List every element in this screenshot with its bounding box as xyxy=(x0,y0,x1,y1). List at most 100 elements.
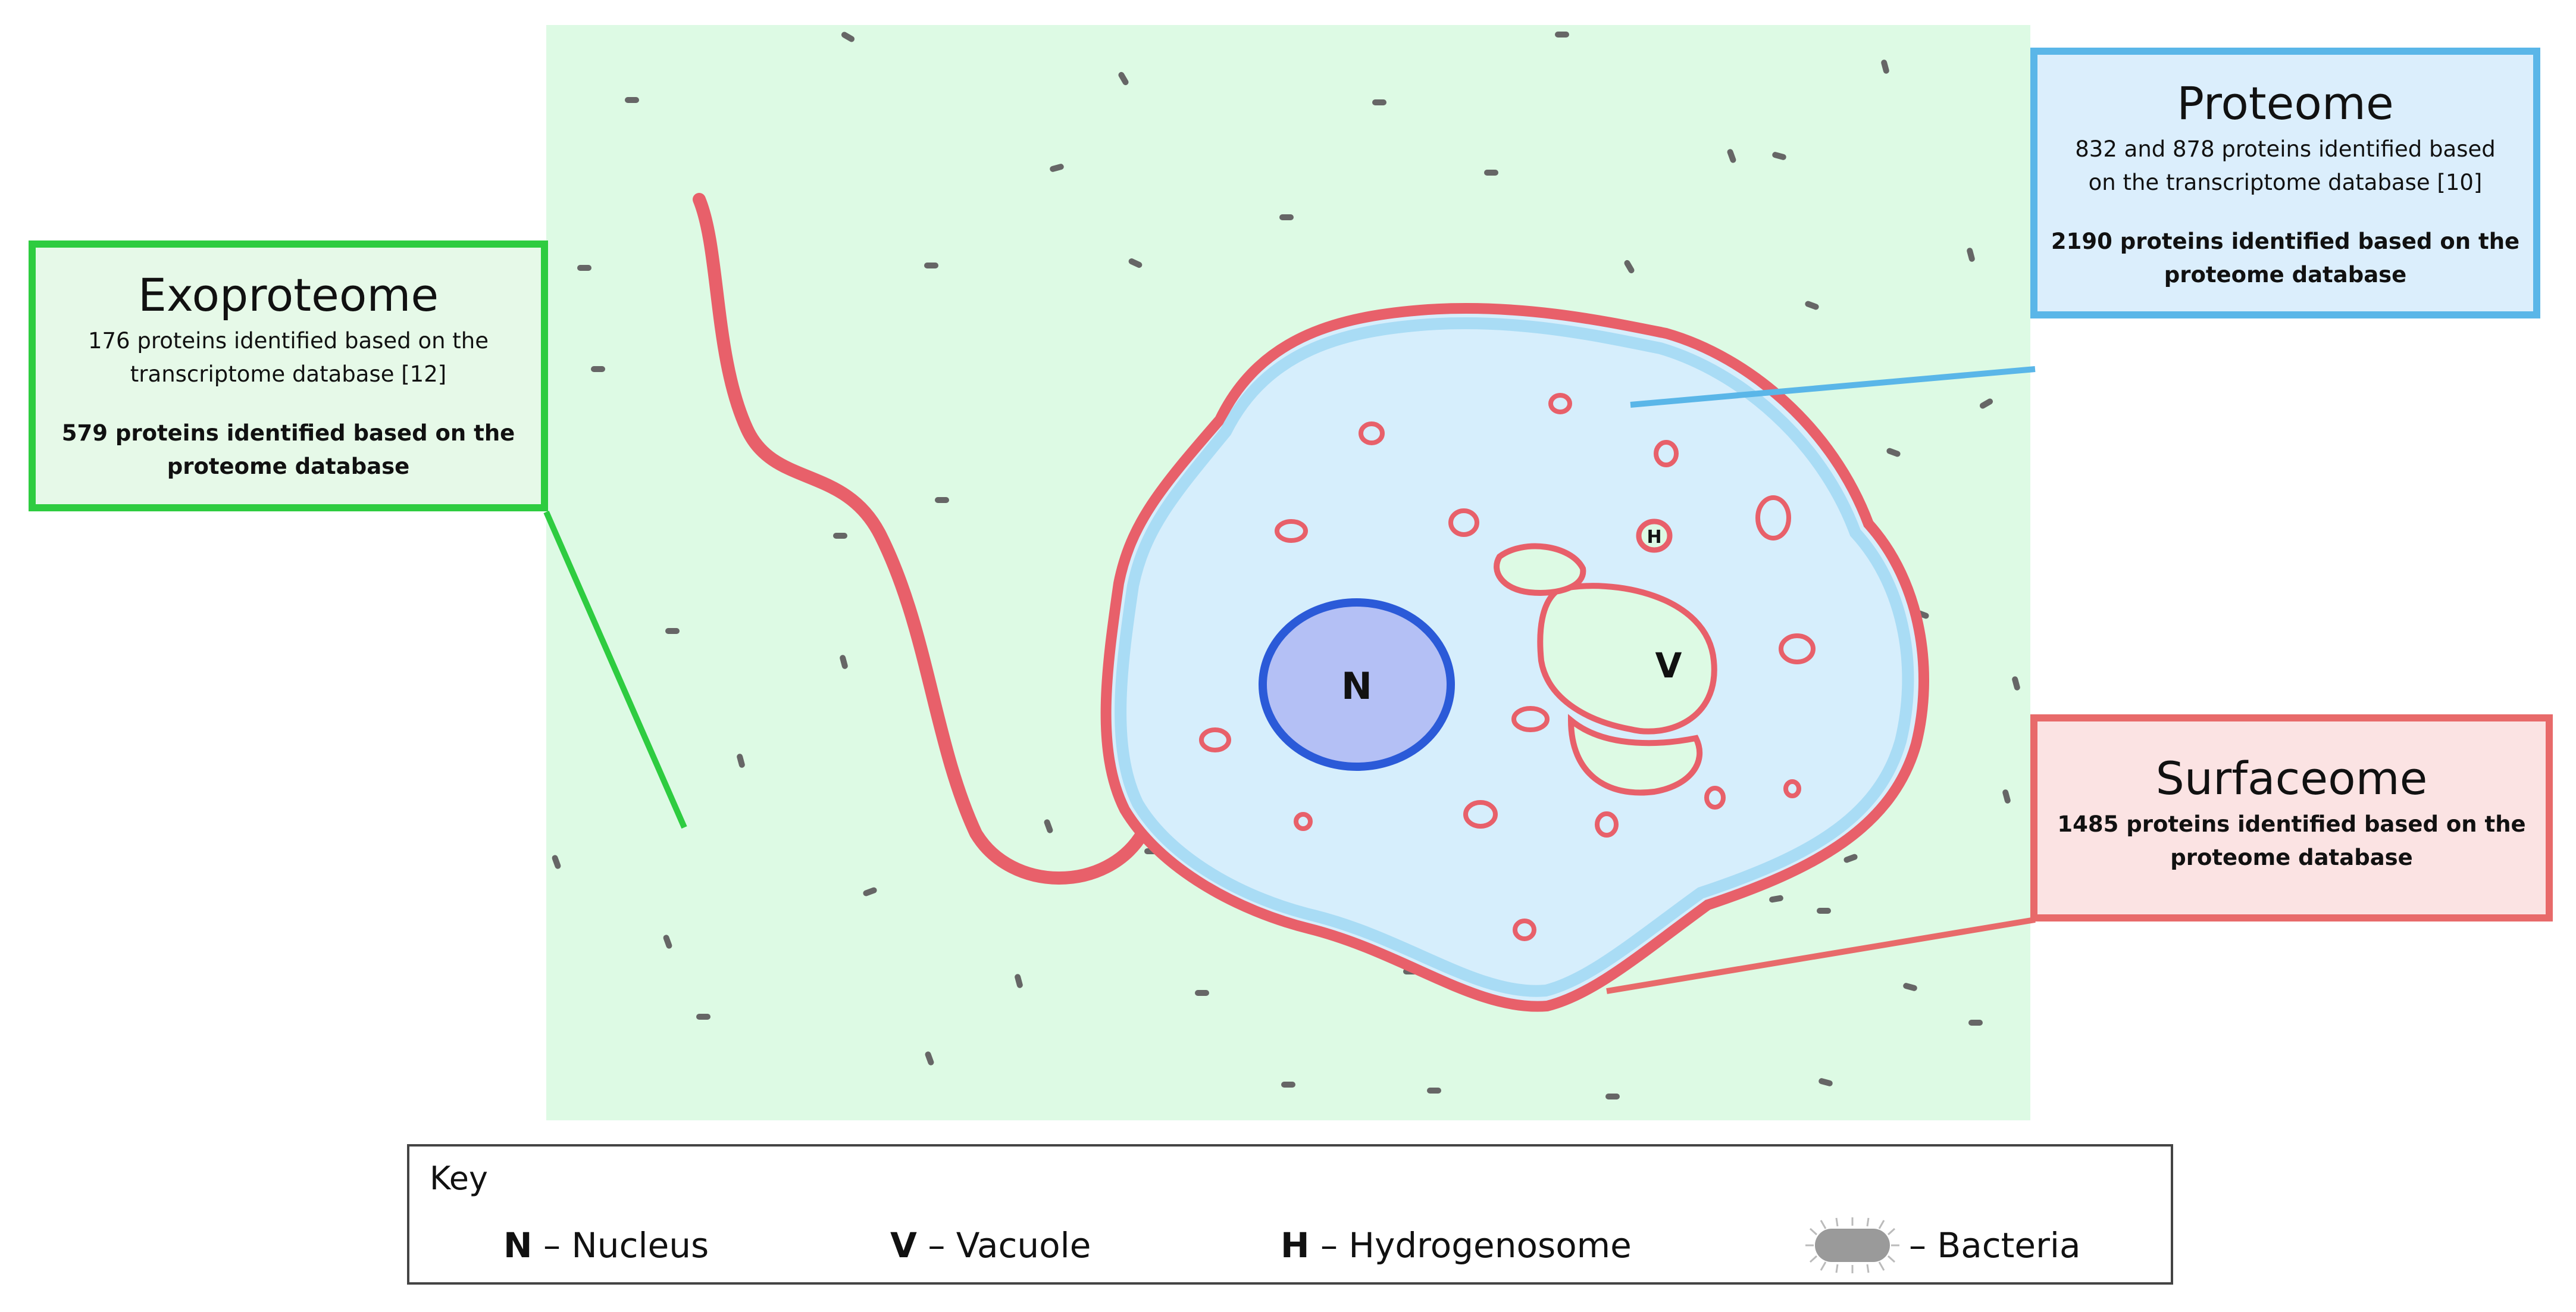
bacterium xyxy=(1881,60,1889,74)
key-item-vacuole: V – Vacuole xyxy=(890,1225,1091,1266)
bacterium xyxy=(1805,301,1819,310)
exoproteome-callout: Exoproteome 176 proteins identified base… xyxy=(29,240,548,511)
key-hydrogenosome-text: – Hydrogenosome xyxy=(1309,1225,1632,1266)
organelle xyxy=(1779,633,1816,664)
organelle xyxy=(1511,706,1550,732)
bacterium xyxy=(665,628,680,634)
bacterium xyxy=(833,533,847,539)
surfaceome-bold-1: 1485 proteins identified based on the xyxy=(2057,811,2526,838)
vacuole-label: V xyxy=(1655,645,1682,686)
exoproteome-bold-2: proteome database xyxy=(167,453,410,479)
nucleus-label: N xyxy=(1341,664,1372,708)
bacteria-icon xyxy=(1805,1217,1899,1273)
bacterium xyxy=(2012,676,2020,691)
key-bacteria-text: – Bacteria xyxy=(1909,1225,2081,1266)
bacterium xyxy=(663,935,672,949)
bacterium xyxy=(1118,71,1129,86)
bacterium xyxy=(1979,398,1993,409)
bacterium xyxy=(1968,1020,1983,1026)
bacterium xyxy=(1015,974,1023,988)
organelle xyxy=(1275,519,1308,543)
bacterium xyxy=(696,1014,710,1020)
surfaceome-title: Surfaceome xyxy=(2155,752,2428,805)
bacterium xyxy=(1817,908,1831,914)
bacterium xyxy=(1903,983,1917,991)
surfaceome-bold-2: proteome database xyxy=(2170,844,2413,870)
organelle xyxy=(1448,508,1479,537)
key-nucleus-letter: N xyxy=(503,1225,533,1266)
organelle-group xyxy=(1199,393,1816,941)
key-legend: Key N – Nucleus V – Vacuole H – Hydrogen… xyxy=(407,1144,2173,1285)
bacterium xyxy=(1605,1094,1620,1099)
proteome-callout: Proteome 832 and 878 proteins identified… xyxy=(2030,48,2540,318)
bacterium xyxy=(1050,164,1064,172)
bacterium xyxy=(1555,32,1569,38)
bacterium xyxy=(1769,895,1783,903)
nucleus xyxy=(1259,598,1455,771)
bacterium xyxy=(1281,1082,1295,1088)
vacuole-small xyxy=(1494,543,1586,596)
bacterium xyxy=(924,263,938,268)
proteome-desc-2: on the transcriptome database [10] xyxy=(2088,169,2483,195)
bacterium xyxy=(935,497,949,503)
bacterium xyxy=(1843,854,1858,863)
bacterium xyxy=(591,366,605,372)
organelle xyxy=(1199,727,1231,752)
organelle xyxy=(1704,786,1726,810)
bacterium xyxy=(1279,214,1294,220)
proteome-desc-1: 832 and 878 proteins identified based xyxy=(2075,136,2496,163)
organelle xyxy=(1548,393,1572,414)
bacterium xyxy=(1727,149,1736,163)
bacterium xyxy=(840,655,848,669)
bacterium xyxy=(1044,819,1053,833)
organelle xyxy=(1359,421,1385,445)
organelle xyxy=(1294,812,1313,831)
bacterium xyxy=(1484,170,1498,176)
vacuole-crescent xyxy=(1567,714,1703,796)
key-title: Key xyxy=(430,1160,488,1197)
organelle xyxy=(1755,495,1791,541)
organelle xyxy=(1463,800,1498,829)
key-item-nucleus: N – Nucleus xyxy=(503,1225,709,1266)
cell-membrane xyxy=(1100,303,1930,1012)
bacterium xyxy=(1967,248,1975,262)
organelle xyxy=(1513,919,1536,941)
bacterium xyxy=(577,265,591,271)
bacterium xyxy=(1772,152,1786,160)
bacterium xyxy=(1818,1078,1833,1086)
surfaceome-callout: Surfaceome 1485 proteins identified base… xyxy=(2030,714,2553,921)
bacterium xyxy=(1886,448,1901,457)
bacterium xyxy=(737,754,745,768)
exoproteome-bold-1: 579 proteins identified based on the xyxy=(61,420,515,446)
exoproteome-title: Exoproteome xyxy=(137,268,439,321)
cell-cortex xyxy=(1115,317,1914,997)
bacterium xyxy=(1195,990,1209,996)
bacterium xyxy=(925,1051,934,1066)
proteome-bold-2: proteome database xyxy=(2164,261,2407,288)
organelle xyxy=(1654,440,1679,467)
key-vacuole-letter: V xyxy=(890,1225,917,1266)
surfaceome-leader xyxy=(1606,917,2036,994)
bacterium xyxy=(1372,99,1386,105)
key-item-hydrogenosome: H – Hydrogenosome xyxy=(1281,1225,1632,1266)
exoproteome-leader xyxy=(543,510,687,829)
hydrogenosome-label: H xyxy=(1647,527,1661,548)
bacterium xyxy=(552,855,561,869)
key-nucleus-text: – Nucleus xyxy=(532,1225,709,1266)
organelle xyxy=(1783,779,1801,798)
bacterium xyxy=(2002,789,2011,804)
bacterium xyxy=(841,32,855,42)
exoproteome-desc-1: 176 proteins identified based on the xyxy=(87,328,489,354)
proteome-title: Proteome xyxy=(2177,77,2394,130)
organelle xyxy=(1595,811,1619,838)
bacterium xyxy=(1427,1088,1441,1094)
bacterium xyxy=(625,97,639,103)
key-vacuole-text: – Vacuole xyxy=(916,1225,1091,1266)
proteome-bold-1: 2190 proteins identified based on the xyxy=(2051,229,2520,255)
hydrogenosome xyxy=(1636,518,1673,553)
vacuole xyxy=(1537,583,1717,735)
proteome-leader xyxy=(1630,366,2036,408)
bacterium xyxy=(863,887,877,896)
bacterium xyxy=(1624,260,1635,274)
